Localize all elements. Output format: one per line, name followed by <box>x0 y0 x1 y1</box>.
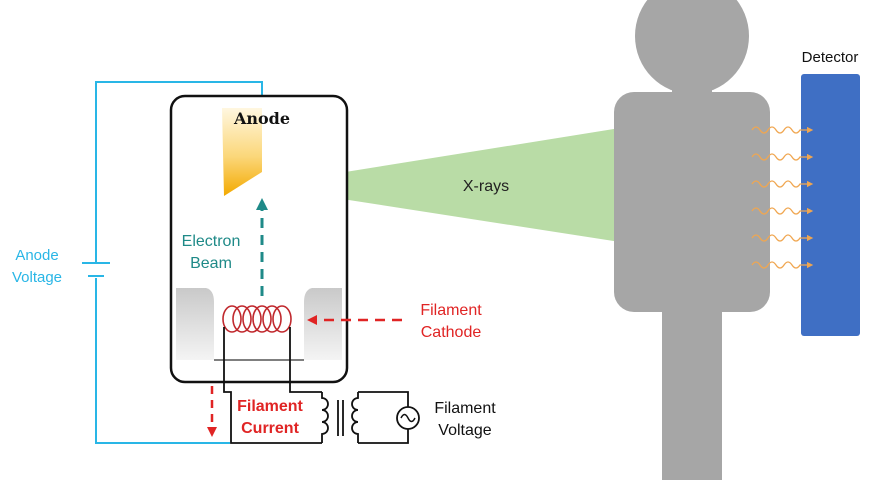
human-silhouette <box>614 0 770 480</box>
filament-cathode-label-line1: Filament <box>420 302 482 319</box>
anode-label: Anode <box>233 109 290 128</box>
anode-voltage-circuit <box>82 81 263 444</box>
xray-tube-envelope <box>169 94 349 384</box>
xrays-label: X-rays <box>463 178 509 195</box>
filament-coil <box>222 305 292 333</box>
electron-beam-label-line1: Electron <box>182 233 241 250</box>
electron-beam-label-line2: Beam <box>190 255 232 272</box>
focusing-cup-right <box>304 288 342 360</box>
anode-voltage-label-line2: Voltage <box>12 269 62 286</box>
filament-cathode-label-line2: Cathode <box>421 324 482 341</box>
anode-voltage-label-line1: Anode <box>15 247 58 264</box>
transformer <box>321 391 409 444</box>
filament-current-label-line1: Filament <box>237 398 303 415</box>
filament-voltage-label-line2: Voltage <box>438 422 491 439</box>
transmitted-xray-waves <box>751 126 814 269</box>
detector-panel <box>801 74 860 336</box>
detector-label: Detector <box>802 49 859 66</box>
filament-current-label-line2: Current <box>241 420 299 437</box>
anode-target <box>222 108 262 196</box>
xray-beam <box>258 128 620 242</box>
focusing-cup-left <box>176 288 214 360</box>
filament-voltage-label-line1: Filament <box>434 400 496 417</box>
ac-source-icon <box>396 406 420 430</box>
filament-leads <box>223 327 322 444</box>
